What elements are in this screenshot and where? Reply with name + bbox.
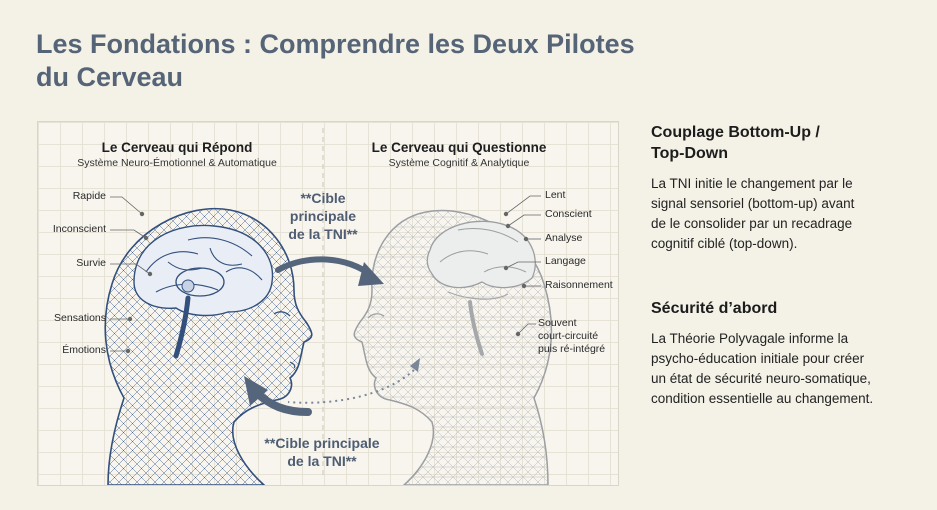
right-brain-title: Le Cerveau qui Questionne [371, 140, 547, 155]
right-column-header: Le Cerveau qui Questionne Système Cognit… [334, 140, 584, 169]
left-column-header: Le Cerveau qui Répond Système Neuro-Émot… [52, 140, 302, 169]
arrow-top-head [358, 262, 384, 286]
target-callout-bottom: **Cible principale de la TNI** [264, 435, 380, 469]
label-court-circuite: Souvent court-circuité puis ré-intégré [538, 317, 606, 355]
label-inconscient: Inconscient [52, 223, 106, 235]
two-brains-diagram: Le Cerveau qui Répond Système Neuro-Émot… [37, 121, 619, 486]
right-leader-lines [503, 195, 541, 337]
left-brain-title: Le Cerveau qui Répond [101, 140, 253, 155]
left-brain-subtitle: Système Neuro-Émotionnel & Automatique [77, 157, 277, 169]
left-leader-lines [110, 196, 153, 354]
section-couplage: Couplage Bottom-Up / Top-Down La TNI ini… [651, 122, 921, 254]
label-emotions: Émotions [62, 344, 106, 356]
target-callout-top: **Cible principale de la TNI** [288, 190, 358, 242]
section-couplage-heading: Couplage Bottom-Up / Top-Down [651, 124, 820, 162]
section-securite: Sécurité d’abord La Théorie Polyvagale i… [651, 298, 921, 409]
right-brain-subtitle: Système Cognitif & Analytique [388, 157, 530, 169]
label-survie: Survie [76, 257, 106, 269]
diagram-artwork [104, 128, 553, 485]
page-title: Les Fondations : Comprendre les Deux Pil… [36, 29, 635, 92]
section-securite-heading: Sécurité d’abord [651, 300, 778, 317]
label-langage: Langage [545, 255, 586, 267]
label-sensations: Sensations [54, 312, 106, 324]
label-lent: Lent [545, 189, 566, 201]
section-couplage-body: La TNI initie le changement par le signa… [651, 176, 855, 251]
label-raisonnement: Raisonnement [545, 279, 613, 291]
section-securite-body: La Théorie Polyvagale informe la psycho-… [651, 331, 874, 406]
label-conscient: Conscient [545, 208, 592, 220]
label-rapide: Rapide [72, 190, 106, 202]
label-analyse: Analyse [545, 232, 583, 244]
arrow-bottom-dotted [287, 369, 415, 404]
left-head-illustration [104, 207, 313, 485]
arrow-bottom-head [244, 376, 268, 406]
